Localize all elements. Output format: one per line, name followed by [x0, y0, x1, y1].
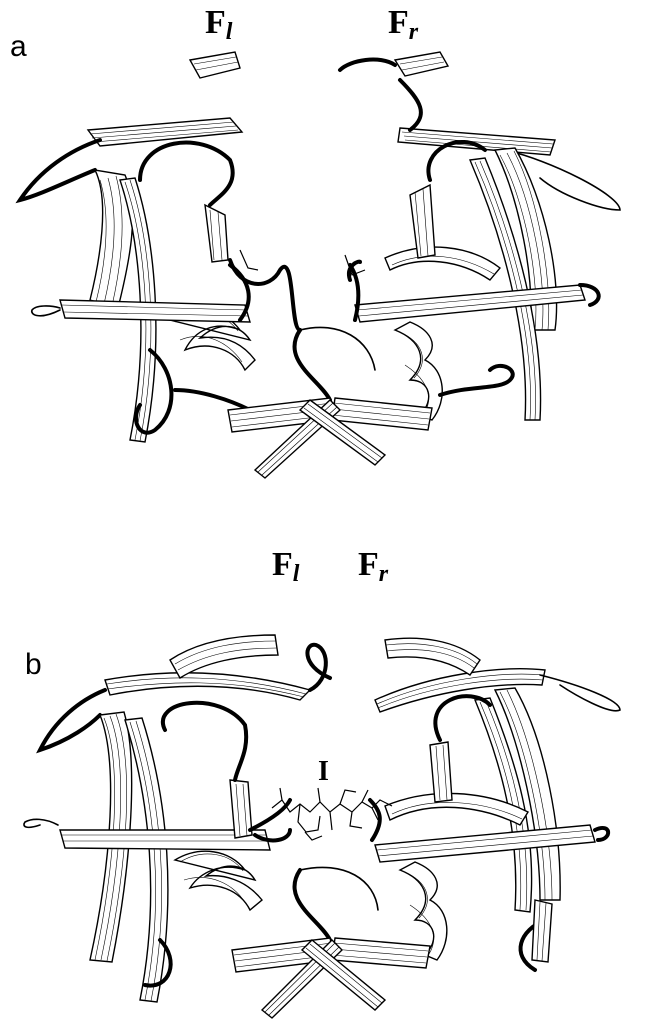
panel-b-ribbon-diagram [0, 500, 647, 1026]
panel-a-right-monomer [340, 52, 620, 420]
panel-a-ribbon-diagram [0, 0, 647, 500]
panel-b-right-monomer [375, 638, 620, 970]
panel-b: b Fl Fr I [0, 500, 647, 1026]
panel-a: a Fl Fr [0, 0, 647, 500]
panel-a-left-monomer [20, 52, 300, 442]
